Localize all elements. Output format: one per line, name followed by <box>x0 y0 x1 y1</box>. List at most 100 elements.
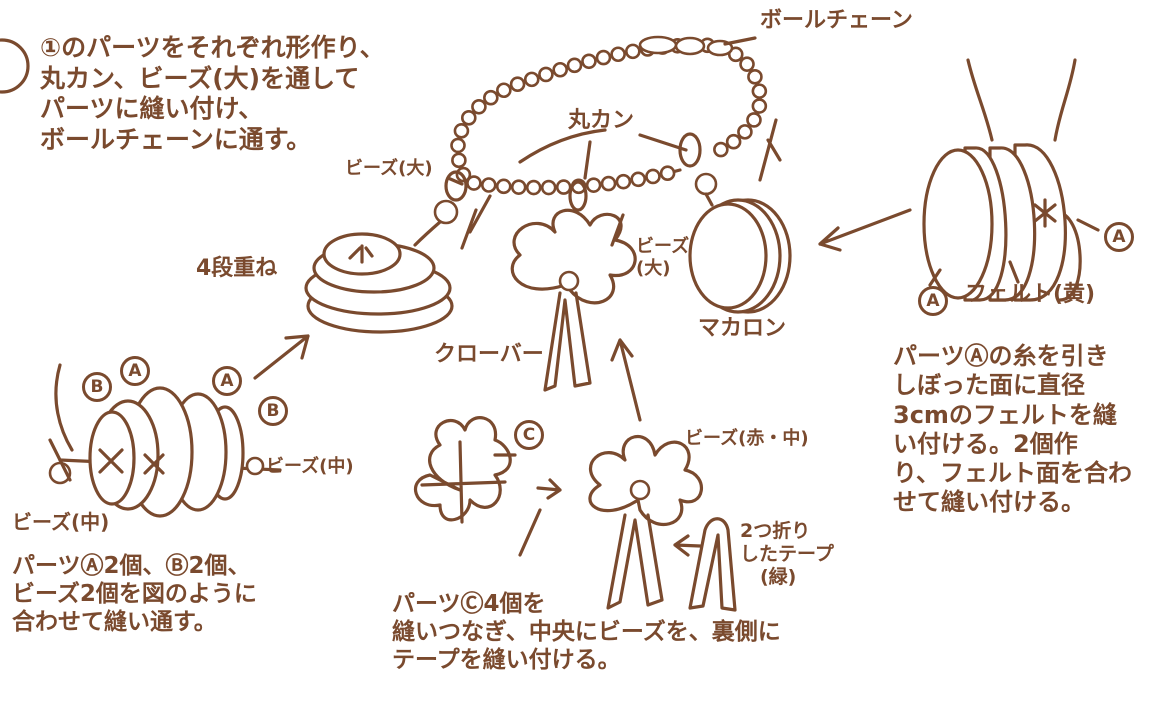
note-line: パーツⒶ2個、Ⓑ2個、 <box>12 553 251 579</box>
chain-bead <box>659 165 676 182</box>
jump-ring-pointer-2 <box>583 140 592 180</box>
chain-bead <box>451 152 467 169</box>
mark-a: A <box>120 356 150 386</box>
note-line: せて縫い付ける。 <box>893 488 1085 517</box>
step-number-circle <box>0 38 30 94</box>
chain-bead <box>466 175 482 191</box>
chain-bead <box>525 179 542 196</box>
label-line: (大) <box>636 257 671 279</box>
chain-bead <box>496 82 512 99</box>
label-bead-large-left: ビーズ(大) <box>345 158 433 179</box>
step-number: 2 <box>0 53 1 75</box>
clover-piece <box>510 180 637 392</box>
arrow-to-macaron <box>818 208 912 252</box>
intro-line: ①のパーツをそれぞれ形作り、 <box>40 33 385 62</box>
label-bead-mid-left: ビーズ(中) <box>12 510 110 534</box>
four-tier-piece <box>304 170 492 334</box>
chain-bead <box>540 179 557 196</box>
chain-bead <box>625 43 641 60</box>
macaron-piece <box>678 118 792 314</box>
arrow-to-four-tier <box>253 334 310 380</box>
chain-bead <box>480 177 497 193</box>
mark-a: A <box>1104 222 1134 252</box>
ab-parts-assembly <box>48 363 282 518</box>
arrow-to-clover <box>610 338 642 422</box>
chain-bead <box>450 137 466 154</box>
chain-bead <box>460 110 477 126</box>
chain-bead <box>510 179 527 195</box>
chain-bead <box>727 46 744 63</box>
chain-bead <box>615 173 632 190</box>
bead-large-pointer <box>446 176 464 186</box>
note-line: 合わせて縫い通す。 <box>12 609 217 636</box>
note-macaron: パーツⒶの糸を引き しぼった面に直径 3cmのフェルトを縫 い付ける。2個作 り… <box>893 342 1132 518</box>
label-clover: クローバー <box>434 342 544 367</box>
note-line: 縫いつなぎ、中央にビーズを、裏側に <box>392 619 781 646</box>
mark-a: A <box>212 366 242 396</box>
mark-b: B <box>82 372 112 402</box>
note-line: パーツⒸ4個を <box>392 591 546 617</box>
chain-bead <box>483 89 499 106</box>
note-line: テープを縫い付ける。 <box>392 647 621 674</box>
label-bead-red-mid: ビーズ(赤・中) <box>685 428 809 449</box>
chain-bead <box>509 76 526 93</box>
label-macaron: マカロン <box>698 316 787 341</box>
note-parts-ab: パーツⒶ2個、Ⓑ2個、 ビーズ2個を図のように 合わせて縫い通す。 <box>12 552 257 636</box>
chain-bead <box>737 124 753 140</box>
needle-clover <box>518 508 542 557</box>
mark-a: A <box>918 286 948 316</box>
label-bead-large-right: ビーズ (大) <box>636 236 689 280</box>
chain-bead <box>453 123 470 139</box>
chain-bead <box>747 69 763 85</box>
chain-bead <box>523 71 540 88</box>
label-jump-ring: 丸カン <box>568 108 635 133</box>
note-line: しぼった面に直径 <box>893 371 1085 400</box>
chain-bead <box>471 98 487 115</box>
label-ball-chain: ボールチェーン <box>760 8 913 33</box>
note-line: 3cmのフェルトを縫 <box>893 400 1117 429</box>
label-four-tier: 4段重ね <box>196 256 278 281</box>
chain-bead <box>595 49 612 66</box>
chain-bead <box>555 179 572 195</box>
note-line: り、フェルト面を合わ <box>893 459 1133 488</box>
folded-tape <box>688 517 737 612</box>
intro-text: ①のパーツをそれぞれ形作り、 丸カン、ビーズ(大)を通して パーツに縫い付け、 … <box>40 33 385 155</box>
chain-bead <box>581 53 597 70</box>
note-line: ビーズ2個を図のように <box>12 581 257 608</box>
arrow-tape <box>673 534 702 557</box>
mark-c: C <box>514 420 544 450</box>
chain-bead <box>495 178 512 195</box>
c-parts-quad <box>413 416 517 524</box>
label-felt-yellow: フェルト(黄) <box>965 282 1096 307</box>
label-line: ビーズ <box>636 236 690 257</box>
assembled-clover <box>588 435 703 610</box>
intro-line: 丸カン、ビーズ(大)を通して <box>40 63 360 93</box>
note-parts-c: パーツⒸ4個を 縫いつなぎ、中央にビーズを、裏側に テープを縫い付ける。 <box>392 590 781 674</box>
chain-bead <box>630 171 647 188</box>
arrow-c-to-clover <box>536 478 562 500</box>
intro-line: ボールチェーンに通す。 <box>40 124 312 154</box>
note-line: い付ける。2個作 <box>893 429 1078 458</box>
chain-bead <box>739 56 755 72</box>
chain-bead <box>751 98 768 114</box>
chain-bead <box>725 133 742 150</box>
chain-bead <box>552 61 568 78</box>
chain-bead <box>746 112 762 128</box>
chain-bead <box>566 57 583 74</box>
note-line: パーツⒶの糸を引き <box>893 342 1109 370</box>
label-line: (緑) <box>760 566 797 589</box>
label-folded-tape: 2つ折り したテープ (緑) <box>740 520 834 590</box>
jump-ring-pointer-3 <box>638 133 688 152</box>
label-bead-mid-right: ビーズ(中) <box>266 456 354 477</box>
chain-bead <box>585 177 602 193</box>
chain-bead <box>713 141 729 158</box>
chain-bead <box>751 83 768 99</box>
chain-bead <box>538 66 554 83</box>
chain-bead <box>610 46 626 63</box>
ball-chain-pointer <box>723 36 757 46</box>
label-line: したテープ <box>740 543 834 566</box>
label-line: 2つ折り <box>740 520 811 542</box>
mark-b: B <box>258 396 288 426</box>
